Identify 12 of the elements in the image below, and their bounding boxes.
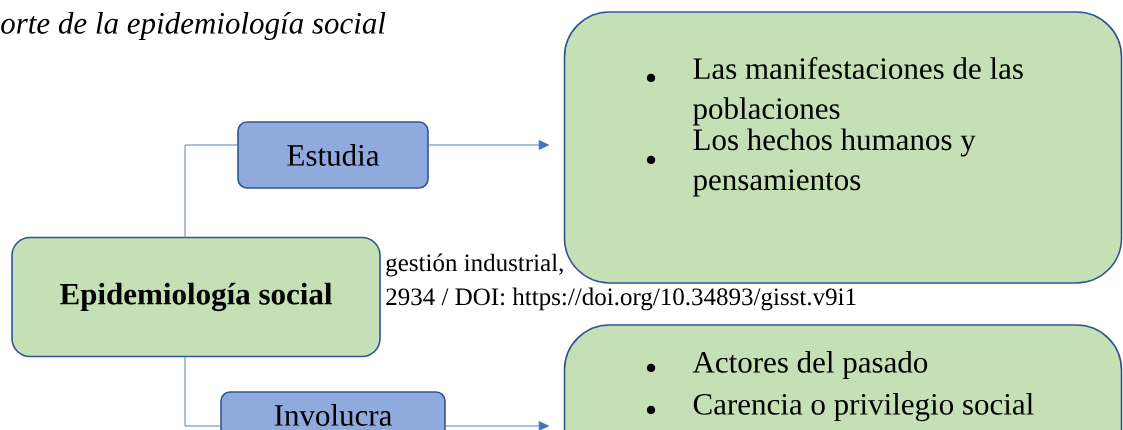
- bullet-list-box: Actores del pasado Carencia o privilegio social: [563, 324, 1123, 430]
- header-text: gestión industrial,: [386, 253, 563, 277]
- relation-box: Estudia: [237, 121, 429, 189]
- connector: [184, 356, 222, 427]
- connector: [444, 421, 550, 430]
- connector: [184, 144, 239, 238]
- connector: [427, 140, 550, 150]
- title: orte de la epidemiología social: [1, 11, 386, 41]
- bullet-list-box: Las manifestaciones de las poblaciones Los hechos humanos y pensamientos: [563, 11, 1123, 284]
- concept-box: Epidemiología social: [11, 236, 381, 358]
- header-text: 2934 / DOI: https://doi.org/10.34893/gisst.v9i1: [386, 287, 856, 311]
- relation-box: Involucra: [220, 391, 446, 430]
